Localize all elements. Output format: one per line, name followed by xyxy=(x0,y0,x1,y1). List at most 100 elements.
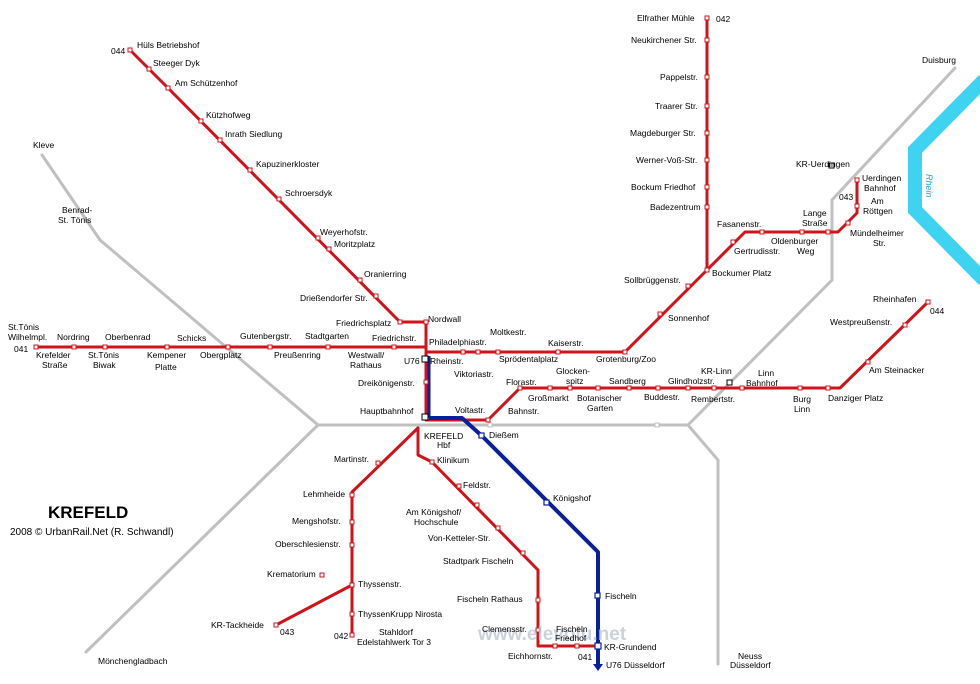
station-am-roettgen-2: Röttgen xyxy=(863,206,893,216)
station-bahnstr: Bahnstr. xyxy=(508,406,539,416)
station-koenigshof: Königshof xyxy=(553,493,591,503)
station-westwall-2: Rathaus xyxy=(350,360,382,370)
rail-kleve-line xyxy=(40,153,102,242)
tram-line-041-south xyxy=(416,426,598,648)
station-neukirchener: Neukirchener Str. xyxy=(631,35,697,45)
station-buddestr: Buddestr. xyxy=(644,392,680,402)
route-043-tackheide: 043 xyxy=(280,627,294,637)
station-burg-linn-1: Burg xyxy=(793,394,811,404)
station-kr-grundend: KR-Grundend xyxy=(604,642,657,652)
station-obergplatz: Obergplatz xyxy=(200,350,242,360)
station-rheinhafen: Rheinhafen xyxy=(873,294,917,304)
station-rheinstr: Rheinstr. xyxy=(430,356,464,366)
station-oldenburger-1: Oldenburger xyxy=(771,236,818,246)
u76-arrow-icon xyxy=(593,664,603,671)
station-lehmheide: Lehmheide xyxy=(303,489,345,499)
station-huels: Hüls Betriebshof xyxy=(137,40,200,50)
station-fischeln: Fischeln xyxy=(605,591,637,601)
station-mengshofstr: Mengshofstr. xyxy=(292,516,341,526)
station-klinikum: Klinikum xyxy=(437,455,469,465)
station-st-toenis-biwak-2: Biwak xyxy=(93,360,116,370)
station-kaiserstr: Kaiserstr. xyxy=(548,338,583,348)
station-friedrichsplatz: Friedrichsplatz xyxy=(336,318,391,328)
station-traarer: Traarer Str. xyxy=(655,101,698,111)
station-feldstr: Feldstr. xyxy=(463,480,491,490)
station-glindholz: Glindholzstr. xyxy=(668,376,715,386)
station-st-toenis-1: St.Tönis xyxy=(8,322,39,332)
rail-station-ticks xyxy=(487,422,660,428)
copyright-note: 2008 © UrbanRail.Net (R. Schwandl) xyxy=(10,527,174,538)
station-gutenbergstr: Gutenbergstr. xyxy=(240,331,292,341)
rail-neuss-line xyxy=(686,423,720,666)
station-krefelder-2: Straße xyxy=(42,360,68,370)
station-uerdingen-bf-1: Uerdingen xyxy=(862,173,901,183)
station-stadtpark-fischeln: Stadtpark Fischeln xyxy=(443,556,514,566)
dir-u76-duesseldorf: U76 Düsseldorf xyxy=(606,660,665,670)
railway-lines xyxy=(40,66,957,666)
station-botanischer-1: Botanischer xyxy=(577,393,622,403)
dir-duisburg: Duisburg xyxy=(922,55,956,65)
dir-duesseldorf-rail: Düsseldorf xyxy=(730,660,771,670)
station-bockum-friedhof: Bockum Friedhof xyxy=(631,182,696,192)
station-uerdingen-bf-2: Bahnhof xyxy=(864,183,896,193)
station-nordring: Nordring xyxy=(57,332,90,342)
station-preussenring: Preußenring xyxy=(274,350,321,360)
route-numbers: 044 042 041 043 044 043 042 041 U76 xyxy=(14,14,944,662)
station-hauptbahnhof: Hauptbahnhof xyxy=(360,406,414,416)
station-pappelstr: Pappelstr. xyxy=(660,72,698,82)
station-lange-1: Lange xyxy=(803,208,827,218)
dir-moenchengladbach: Mönchengladbach xyxy=(98,656,168,666)
station-muendelheimer-2: Str. xyxy=(873,238,886,248)
station-moltkestr: Moltkestr. xyxy=(490,327,526,337)
interchange-stations xyxy=(421,162,835,421)
station-oberschlesienstr: Oberschlesienstr. xyxy=(275,539,341,549)
station-oberbenrad: Oberbenrad xyxy=(105,332,151,342)
rhein-river xyxy=(908,75,980,285)
route-044-rheinhafen: 044 xyxy=(930,306,944,316)
station-labels: Hüls Betriebshof Steeger Dyk Am Schützen… xyxy=(8,13,924,661)
dir-st-toenis-rail: St. Tönis xyxy=(58,215,91,225)
station-fischeln-friedhof-1: Fischeln xyxy=(556,624,588,634)
tram-stops xyxy=(33,15,931,649)
station-krefelder-1: Krefelder xyxy=(36,350,71,360)
station-grotenburg: Grotenburg/Zoo xyxy=(596,354,656,364)
tram-line-043-south-west xyxy=(274,426,420,627)
station-glockenspitz-1: Glocken- xyxy=(556,366,590,376)
dir-kleve: Kleve xyxy=(33,140,55,150)
station-fasanenstr: Fasanenstr. xyxy=(717,219,761,229)
station-stadtgarten: Stadtgarten xyxy=(305,331,349,341)
station-schroersdyk: Schroersdyk xyxy=(285,188,333,198)
station-krefeld-hbf-2: Hbf xyxy=(437,440,451,450)
station-am-roettgen-1: Am xyxy=(871,196,884,206)
station-linn-bf-2: Bahnhof xyxy=(746,378,778,388)
station-friedrichstr: Friedrichstr. xyxy=(372,333,416,343)
station-am-koenigshof-2: Hochschule xyxy=(414,517,459,527)
station-kapuzinerkloster: Kapuzinerkloster xyxy=(256,159,319,169)
route-043-uerdingen: 043 xyxy=(839,192,853,202)
station-botanischer-2: Garten xyxy=(587,403,613,413)
route-041-west: 041 xyxy=(14,344,28,354)
station-burg-linn-2: Linn xyxy=(794,404,810,414)
station-diessem: Dießem xyxy=(489,430,519,440)
station-philadelphiastr: Philadelphiastr. xyxy=(429,337,487,347)
station-muendelheimer-1: Mündelheimer xyxy=(850,228,904,238)
station-martinstr: Martinstr. xyxy=(334,454,369,464)
rhein-label: Rhein xyxy=(924,174,934,198)
station-schicks: Schicks xyxy=(177,333,206,343)
station-steeger-dyk: Steeger Dyk xyxy=(153,58,201,68)
station-elfrather: Elfrather Mühle xyxy=(637,13,695,23)
station-werner-voss: Werner-Voß-Str. xyxy=(636,155,697,165)
dir-neuss: Neuss xyxy=(738,651,762,661)
station-st-toenis-2: Wilhelmpl. xyxy=(8,332,47,342)
station-danziger: Danziger Platz xyxy=(828,393,883,403)
station-krematorium: Krematorium xyxy=(267,569,316,579)
route-041-grundend: 041 xyxy=(578,652,592,662)
station-sonnenhof: Sonnenhof xyxy=(668,313,710,323)
city-title: KREFELD xyxy=(48,503,128,522)
direction-labels: Kleve Duisburg Mönchengladbach Neuss Düs… xyxy=(33,55,956,670)
station-sandberg: Sandberg xyxy=(609,376,646,386)
station-rembertstr: Rembertstr. xyxy=(691,394,735,404)
station-florastr: Florastr. xyxy=(506,377,537,387)
station-gertrudisstr: Gertrudisstr. xyxy=(734,246,780,256)
